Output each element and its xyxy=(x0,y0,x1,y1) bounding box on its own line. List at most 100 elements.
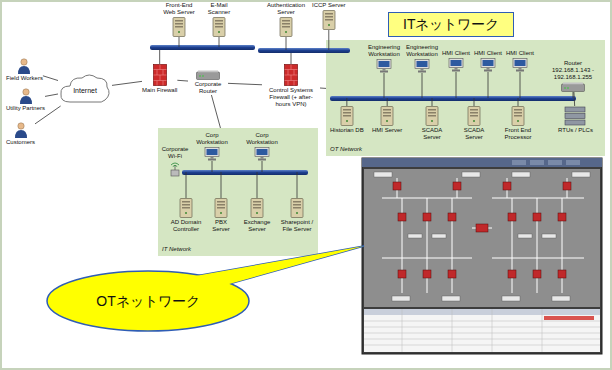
network-link xyxy=(45,94,58,96)
node-label: Corporate Wi-Fi xyxy=(160,146,190,160)
workstation-node: Corp Workstation xyxy=(244,132,280,161)
bus-drop xyxy=(346,98,347,106)
bubble-text: OTネットワーク xyxy=(46,293,250,310)
node-label: Sharepoint / File Server xyxy=(278,219,316,233)
workstation-node: Engineering Workstation xyxy=(404,44,440,73)
network-link xyxy=(573,92,575,106)
node-label: Engineering Workstation xyxy=(404,44,440,58)
node-label: HMI Client xyxy=(474,50,502,57)
workstation-node: HMI Client xyxy=(506,50,534,72)
node-label: ICCP Server xyxy=(312,2,346,9)
server-icon xyxy=(339,106,355,126)
node-label: SCADA Server xyxy=(456,127,492,141)
pc-icon xyxy=(254,147,270,161)
workstation-node: HMI Client xyxy=(442,50,470,72)
internet-cloud: Internet xyxy=(58,72,112,106)
bus-drop xyxy=(159,50,160,64)
bus-drop xyxy=(422,73,423,98)
bus-drop xyxy=(297,172,298,198)
it-bus xyxy=(182,170,308,175)
server-icon xyxy=(289,198,305,218)
dmz-bus xyxy=(258,48,350,53)
user-node: Customers xyxy=(6,122,35,146)
bus-drop xyxy=(262,161,263,172)
pc-icon xyxy=(376,59,392,73)
pc-icon xyxy=(204,147,220,161)
node-label: Customers xyxy=(6,139,35,146)
bus-drop xyxy=(387,98,388,106)
network-zone: IT NetworkCorp WorkstationCorp Workstati… xyxy=(158,128,318,256)
server-icon xyxy=(424,106,440,126)
workstation-node: Corp Workstation xyxy=(194,132,230,161)
it-zone-fill xyxy=(158,128,318,256)
user-node: Field Workers xyxy=(6,58,43,82)
user-node: Utility Partners xyxy=(6,88,45,112)
pc-icon xyxy=(414,59,430,73)
node-label: Corp Workstation xyxy=(194,132,230,146)
pc-icon xyxy=(512,58,528,72)
node-label: Control Systems Firewall (+ after-hours … xyxy=(262,87,320,108)
node-label: Exchange Server xyxy=(240,219,274,233)
node-label: Internet xyxy=(58,87,112,95)
firewall-icon xyxy=(153,64,167,86)
router-icon xyxy=(561,82,585,92)
ot-bus xyxy=(330,96,576,101)
server-icon xyxy=(466,106,482,126)
node-label: Front-End Web Server xyxy=(160,2,198,16)
server-icon xyxy=(213,198,229,218)
pc-icon xyxy=(448,58,464,72)
node-label: Field Workers xyxy=(6,75,43,82)
server-node: HMI Server xyxy=(372,106,402,134)
node-label: Front End Processor xyxy=(498,127,538,141)
server-node: PBX Server xyxy=(206,198,236,233)
server-icon xyxy=(178,198,194,218)
router-node: Router 192.168.1.143 - 192.168.1.255 xyxy=(544,60,602,92)
bus-drop xyxy=(384,73,385,98)
node-label: Engineering Workstation xyxy=(366,44,402,58)
network-link xyxy=(177,80,188,82)
person-icon xyxy=(14,122,28,138)
bus-drop xyxy=(257,172,258,198)
network-link xyxy=(211,95,220,128)
bus-drop xyxy=(474,98,475,106)
node-label: Corporate Router xyxy=(188,81,228,95)
node-label: AD Domain Controller xyxy=(168,219,204,233)
server-icon xyxy=(249,198,265,218)
server-icon xyxy=(510,106,526,126)
network-link xyxy=(320,87,326,88)
bus-drop xyxy=(179,37,180,47)
server-icon xyxy=(211,17,227,37)
node-label: HMI Client xyxy=(506,50,534,57)
bus-drop xyxy=(488,72,489,98)
node-label: Corp Workstation xyxy=(244,132,280,146)
node-label: HMI Server xyxy=(372,127,402,134)
firewall-icon xyxy=(284,64,298,86)
rtu-icon xyxy=(564,106,586,126)
node-label: RTUs / PLCs xyxy=(558,127,593,134)
node-label: SCADA Server xyxy=(414,127,450,141)
node-label: PBX Server xyxy=(206,219,236,233)
speech-bubble: OTネットワーク xyxy=(46,270,250,332)
bus-drop xyxy=(286,37,287,50)
server-icon xyxy=(278,17,294,37)
bus-drop xyxy=(573,92,574,98)
person-icon xyxy=(17,58,31,74)
firewall-node: Main Firewall xyxy=(142,64,177,94)
bus-drop xyxy=(186,172,187,198)
bus-drop xyxy=(212,161,213,172)
server-icon xyxy=(379,106,395,126)
server-icon xyxy=(321,10,337,30)
dmz-bus xyxy=(150,45,255,50)
workstation-node: HMI Client xyxy=(474,50,502,72)
bus-drop xyxy=(291,53,292,64)
server-node: SCADA Server xyxy=(456,106,492,141)
bus-drop xyxy=(219,37,220,47)
server-node: Front End Processor xyxy=(498,106,538,141)
node-label: OTネットワーク xyxy=(46,293,250,310)
callout-box: ITネットワーク xyxy=(388,12,514,37)
server-node: Sharepoint / File Server xyxy=(278,198,316,233)
person-icon xyxy=(19,88,33,104)
cloud-text: Internet xyxy=(58,87,112,95)
